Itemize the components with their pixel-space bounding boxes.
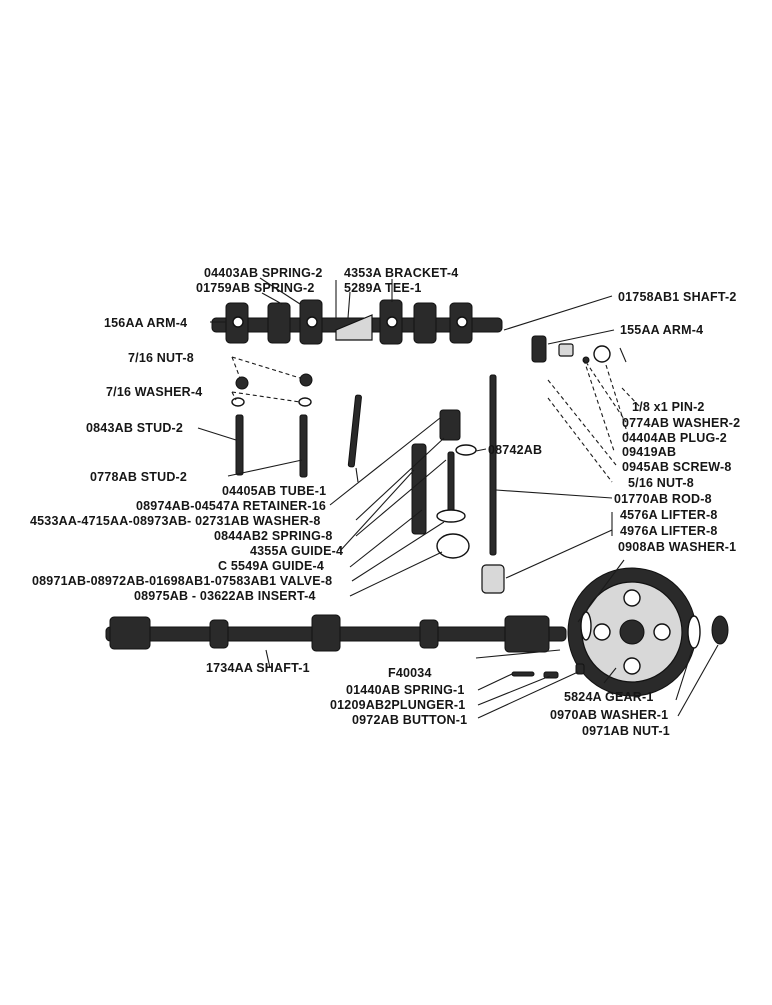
label-4353a-bracket: 4353A BRACKET-4 [344, 266, 459, 280]
label-pin: 1/8 x1 PIN-2 [632, 400, 705, 414]
label-0971ab-nut: 0971AB NUT-1 [582, 724, 670, 738]
plunger-parts [511, 663, 585, 679]
label-0945ab-screw: 0945AB SCREW-8 [622, 460, 732, 474]
rocker-arm-detail [531, 335, 627, 364]
label-04404ab-plug: 04404AB PLUG-2 [622, 431, 727, 445]
label-155aa-arm: 155AA ARM-4 [620, 323, 704, 337]
label-01758ab1-shaft: 01758AB1 SHAFT-2 [618, 290, 737, 304]
label-04403ab-spring: 04403AB SPRING-2 [204, 266, 323, 280]
label-retainer: 08974AB-04547A RETAINER-16 [136, 499, 327, 513]
label-4976a-lifter: 4976A LIFTER-8 [620, 524, 718, 538]
label-0908ab-washer: 0908AB WASHER-1 [618, 540, 737, 554]
label-156aa-arm: 156AA ARM-4 [104, 316, 188, 330]
label-4576a-lifter: 4576A LIFTER-8 [620, 508, 718, 522]
label-insert: 08975AB - 03622AB INSERT-4 [134, 589, 316, 603]
rocker-shaft-assembly [211, 299, 503, 345]
label-0778ab-stud: 0778AB STUD-2 [90, 470, 188, 484]
label-0774ab-washer: 0774AB WASHER-2 [622, 416, 741, 430]
label-1734aa-shaft: 1734AA SHAFT-1 [206, 661, 310, 675]
label-01759ab-spring: 01759AB SPRING-2 [196, 281, 315, 295]
label-04405ab-tube: 04405AB TUBE-1 [222, 484, 327, 498]
label-washer-7-16: 7/16 WASHER-4 [106, 385, 203, 399]
valve-train-parts [411, 374, 505, 594]
label-0843ab-stud: 0843AB STUD-2 [86, 421, 184, 435]
label-5289a-tee: 5289A TEE-1 [344, 281, 422, 295]
label-08742ab: 08742AB [488, 443, 543, 457]
camshaft [105, 614, 567, 653]
label-01770ab-rod: 01770AB ROD-8 [614, 492, 712, 506]
label-nut-7-16: 7/16 NUT-8 [128, 351, 194, 365]
label-c5549a-guide: C 5549A GUIDE-4 [218, 559, 325, 573]
label-0844ab2-spring: 0844AB2 SPRING-8 [214, 529, 333, 543]
leader-lines [197, 277, 719, 719]
label-01440ab-spring: 01440AB SPRING-1 [346, 683, 465, 697]
label-01209ab2-plunger: 01209AB2PLUNGER-1 [330, 698, 466, 712]
label-0972ab-button: 0972AB BUTTON-1 [352, 713, 468, 727]
label-02731ab-washer: 4533AA-4715AA-08973AB- 02731AB WASHER-8 [30, 514, 321, 528]
label-5824a-gear: 5824A GEAR-1 [564, 690, 654, 704]
label-0970ab-washer: 0970AB WASHER-1 [550, 708, 669, 722]
label-4355a-guide: 4355A GUIDE-4 [250, 544, 344, 558]
figure-id: F40034 [388, 666, 432, 680]
label-valve: 08971AB-08972AB-01698AB1-07583AB1 VALVE-… [32, 574, 333, 588]
studs-nuts-washers [231, 373, 362, 478]
cam-gear [567, 567, 729, 697]
label-nut-5-16: 5/16 NUT-8 [628, 476, 694, 490]
label-09419ab: 09419AB [622, 445, 677, 459]
